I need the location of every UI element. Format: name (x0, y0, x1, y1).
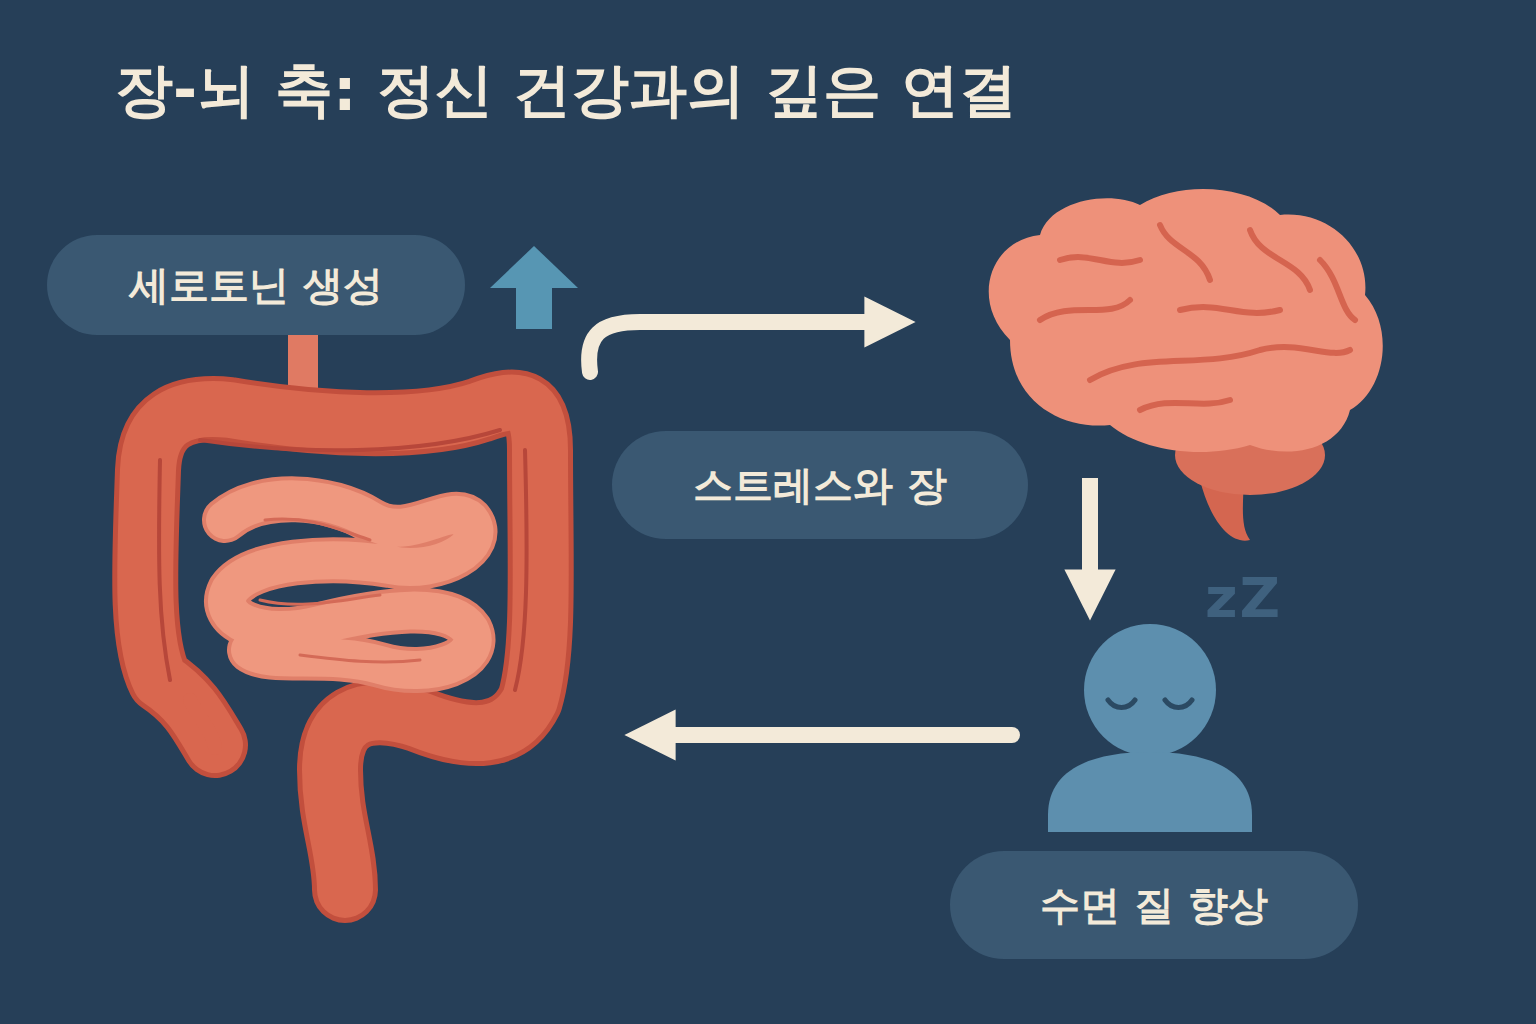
label-pill: 세로토닌 생성 (47, 235, 465, 335)
up-arrow (490, 246, 578, 329)
pill-text: 세로토닌 생성 (129, 258, 383, 313)
label-pill: 수면 질 향상 (950, 851, 1358, 959)
large-intestine (145, 403, 541, 890)
pill-text: 스트레스와 장 (693, 458, 947, 513)
flow-arrow (589, 322, 890, 372)
title: 장-뇌 축: 정신 건강과의 깊은 연결 (115, 52, 1017, 130)
small-intestine (225, 499, 475, 670)
label-pill: 스트레스와 장 (612, 431, 1028, 539)
flow-arrow (650, 727, 1012, 743)
brain (989, 189, 1383, 541)
sleeping-person (1048, 624, 1252, 832)
sleep-symbol: zZ (1205, 565, 1282, 630)
flow-arrow (1082, 478, 1098, 595)
pill-text: 수면 질 향상 (1040, 878, 1268, 933)
